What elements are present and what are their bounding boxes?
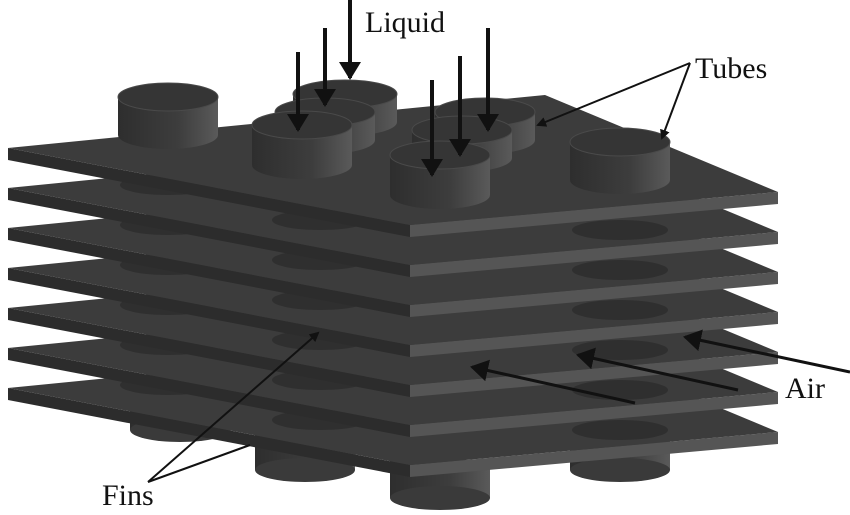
fins-label: Fins <box>102 479 154 512</box>
fin-front-edge-2 <box>8 228 410 317</box>
tube-shadow-5-2 <box>572 380 668 400</box>
fin-front-edge-1 <box>8 188 410 277</box>
tube-stub-base-3 <box>570 458 670 482</box>
fin-right-edge-3 <box>410 312 778 357</box>
tube-shadow-1-2 <box>572 220 668 240</box>
tube-1-base <box>118 121 218 149</box>
tube-stub-base-2 <box>390 486 490 510</box>
tubes-leader-1 <box>536 62 691 127</box>
fin-front-edge-4 <box>8 308 410 397</box>
air-arrow-3 <box>470 359 636 405</box>
air-arrow-1 <box>683 329 850 374</box>
tube-shadow-6-2 <box>572 420 668 440</box>
fin-right-edge-0 <box>410 192 778 237</box>
tube-1-top <box>117 82 219 112</box>
tube-3-top <box>389 140 491 170</box>
tube-shadow-4-2 <box>572 340 668 360</box>
tubes-label: Tubes <box>695 52 767 85</box>
fin-right-edge-6 <box>410 432 778 477</box>
tube-4-base <box>570 166 670 194</box>
tube-shadow-3-2 <box>572 300 668 320</box>
flow-arrows <box>147 0 850 483</box>
fins-leader-2 <box>147 444 251 483</box>
fin-front-edge-0 <box>8 148 410 237</box>
tube-2-base <box>252 151 352 179</box>
fins-leader-1 <box>147 331 320 483</box>
air-arrow-2 <box>576 347 739 392</box>
fin-front-edge-5 <box>8 348 410 437</box>
tube-3-base <box>390 181 490 209</box>
tubes-leader-2 <box>660 62 691 140</box>
fin-right-edge-2 <box>410 272 778 317</box>
liquid-label: Liquid <box>365 6 445 39</box>
tube-2-top <box>251 110 353 140</box>
fin-right-edge-4 <box>410 352 778 397</box>
tube-shadow-2-2 <box>572 260 668 280</box>
fin-front-edge-6 <box>8 388 410 477</box>
fin-right-edge-5 <box>410 392 778 437</box>
air-label: Air <box>785 372 825 405</box>
tube-4-top <box>569 127 671 157</box>
fin-right-edge-1 <box>410 232 778 277</box>
tube-stub-base-1 <box>255 458 355 482</box>
